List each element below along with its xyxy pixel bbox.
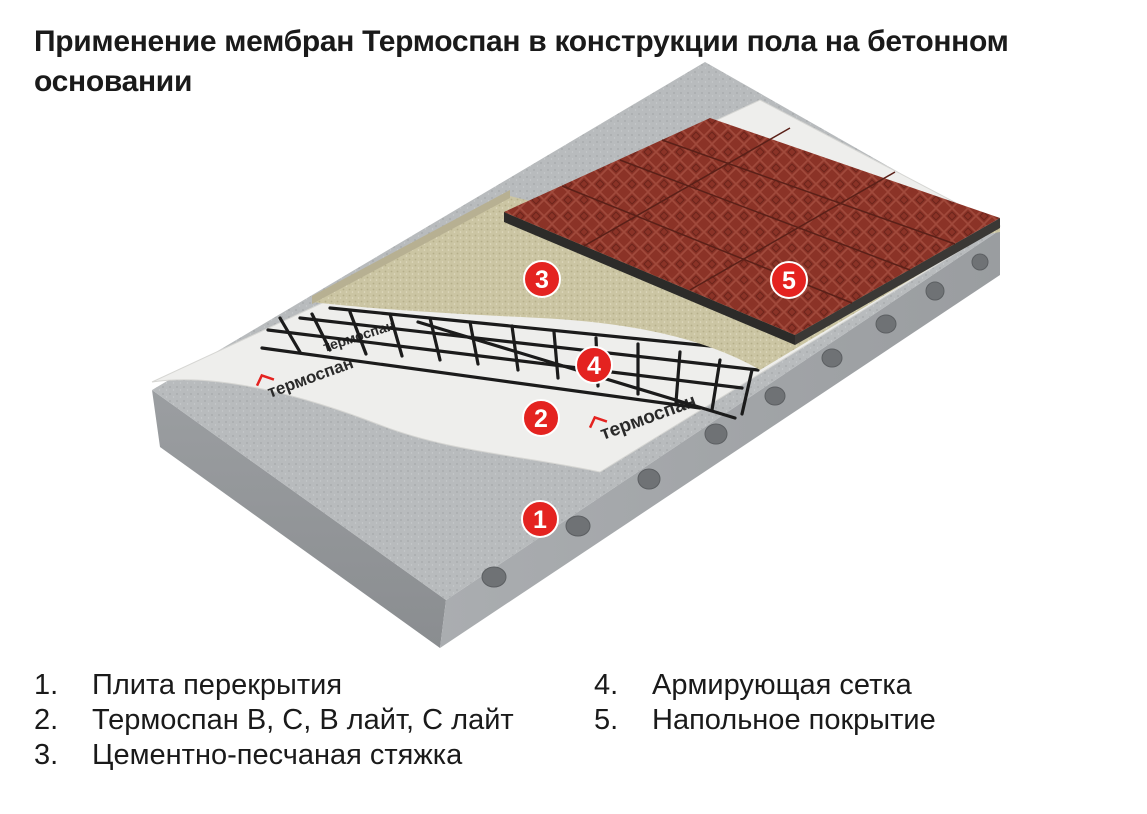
legend-label: Термоспан B, C, B лайт, C лайт (92, 704, 514, 736)
legend-right: 4. Армирующая сетка 5. Напольное покрыти… (594, 668, 936, 738)
marker-3: 3 (523, 260, 561, 298)
page-title: Применение мембран Термоспан в конструкц… (34, 25, 1009, 98)
svg-text:2: 2 (534, 405, 548, 433)
svg-text:5: 5 (782, 267, 796, 295)
legend-number: 4. (594, 669, 619, 701)
legend-number: 1. (34, 669, 59, 701)
legend-label: Плита перекрытия (92, 669, 343, 701)
marker-5: 5 (770, 261, 808, 299)
legend-left: 1. Плита перекрытия 2. Термоспан B, C, B… (34, 668, 514, 773)
legend-label: Армирующая сетка (652, 669, 912, 701)
slab-hollow-cores (481, 253, 989, 588)
slab-front-face (152, 390, 446, 648)
legend-number: 3. (34, 739, 59, 771)
legend-label: Напольное покрытие (652, 704, 936, 736)
legend-number: 5. (594, 704, 619, 736)
legend-label: Цементно-песчаная стяжка (92, 739, 463, 771)
marker-4: 4 (575, 346, 613, 384)
legend-item: 2. Термоспан B, C, B лайт, C лайт (34, 703, 514, 738)
svg-text:4: 4 (587, 352, 601, 380)
legend-item: 4. Армирующая сетка (594, 668, 936, 703)
svg-text:3: 3 (535, 266, 549, 294)
floor-covering (504, 118, 1000, 345)
legend-item: 5. Напольное покрытие (594, 703, 936, 738)
marker-2: 2 (522, 399, 560, 437)
svg-text:1: 1 (533, 506, 547, 534)
marker-1: 1 (521, 500, 559, 538)
legend-item: 3. Цементно-песчаная стяжка (34, 738, 514, 773)
legend-number: 2. (34, 704, 59, 736)
legend-item: 1. Плита перекрытия (34, 668, 514, 703)
